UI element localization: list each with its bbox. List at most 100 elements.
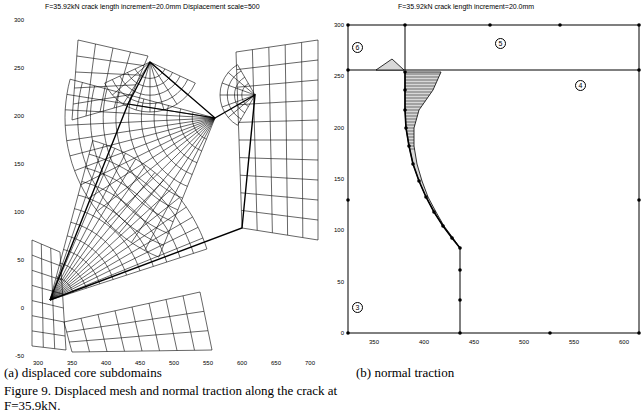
traction-hatch (405, 92, 432, 93)
mesh-line (72, 40, 78, 120)
mesh-line (78, 40, 148, 56)
mesh-line (237, 60, 318, 70)
axis-tick-label: 0 (341, 330, 344, 336)
subdomain-outline (50, 62, 255, 300)
crack-node (441, 224, 445, 228)
axis-tick-label: 600 (237, 360, 247, 366)
axis-tick-label: 0 (21, 305, 24, 311)
region-number: 3 (352, 302, 363, 313)
axis-tick-label: 500 (169, 360, 179, 366)
mesh-line (72, 104, 128, 120)
traction-hatch (405, 113, 418, 114)
mesh-line (77, 56, 144, 66)
mesh-line (32, 346, 66, 350)
mesh-arc (227, 71, 241, 119)
axis-tick-label: 450 (469, 339, 479, 345)
traction-hatch (405, 104, 423, 105)
axis-tick-label: 200 (334, 125, 344, 131)
crack-node (450, 236, 454, 240)
mesh-line (100, 48, 113, 112)
mesh-line (240, 158, 318, 160)
axis-tick-label: 550 (203, 360, 213, 366)
mesh-line (50, 217, 193, 300)
mesh-line (183, 296, 195, 351)
traction-hatch (405, 98, 427, 99)
subdomain-boundary (460, 248, 461, 333)
mesh-line (238, 120, 318, 122)
mesh-line (238, 100, 318, 105)
mesh-line (32, 240, 60, 252)
mesh-arc (65, 79, 159, 257)
axis-tick-label: 50 (17, 257, 24, 263)
mesh-line (237, 80, 318, 87)
region-number-text: 3 (356, 304, 360, 311)
axis-tick-label: 100 (334, 227, 344, 233)
crack-node (404, 126, 408, 130)
mesh-line (200, 292, 212, 350)
region-number-text: 4 (579, 82, 583, 89)
mesh-line (50, 165, 146, 300)
region-number: 4 (575, 80, 586, 91)
figure-caption: Figure 9. Displaced mesh and normal trac… (4, 384, 349, 414)
mesh-arc (89, 154, 193, 253)
mesh-line (73, 94, 132, 104)
mesh-line (50, 189, 172, 300)
region-number: 6 (352, 42, 363, 53)
mesh-line (32, 316, 64, 322)
traction-hatch (405, 83, 436, 84)
mesh-line (81, 318, 90, 352)
crack-node (417, 179, 421, 183)
crack-node (458, 246, 462, 250)
mesh-line (74, 85, 136, 88)
axis-tick-label: 50 (337, 279, 344, 285)
subdomain-boundary (405, 25, 406, 70)
axis-tick-label: 150 (14, 161, 24, 167)
axis-tick-label: 350 (369, 339, 379, 345)
crack-path (405, 72, 460, 248)
axis-tick-label: 400 (419, 339, 429, 345)
mesh-line (32, 285, 63, 294)
axis-tick-label: 550 (569, 339, 579, 345)
subfigure-caption: (a) displaced core subdomains (4, 366, 162, 379)
mesh-line (228, 95, 255, 118)
traction-hatch (408, 140, 414, 141)
mesh-line (64, 322, 72, 352)
mesh-arc (71, 222, 127, 275)
mesh-arc (220, 65, 238, 126)
axis-tick-label: 500 (519, 339, 529, 345)
crack-node (407, 144, 411, 148)
traction-hatch (406, 125, 415, 126)
mesh-line (67, 311, 204, 332)
axis-tick-label: 600 (619, 339, 629, 345)
traction-hatch (405, 80, 437, 81)
traction-hatch (405, 86, 435, 87)
traction-area (376, 59, 404, 70)
mesh-line (98, 315, 107, 352)
axis-tick-label: 700 (305, 360, 315, 366)
axis-tick-label: 250 (334, 73, 344, 79)
mesh-line (166, 300, 177, 351)
mesh-arc (93, 141, 207, 249)
mesh-line (50, 180, 164, 300)
axis-tick-label: 300 (334, 22, 344, 28)
mesh-line (50, 227, 198, 300)
mesh-arc (91, 86, 169, 234)
mesh-line (32, 240, 33, 346)
axis-tick-label: 100 (14, 209, 24, 215)
mesh-arc (235, 77, 245, 113)
mesh-line (242, 228, 318, 240)
traction-hatch (406, 119, 417, 120)
mesh-arc (112, 80, 187, 104)
crack-node (403, 70, 407, 74)
mesh-arc (75, 209, 140, 271)
traction-hatch (405, 110, 419, 111)
mesh-line (76, 72, 140, 75)
traction-hatch (407, 134, 414, 135)
traction-hatch (405, 107, 421, 108)
panel-title: F=35.92kN crack length increment=20.0mm (398, 3, 534, 10)
traction-hatch (408, 137, 415, 138)
traction-hatch (405, 95, 430, 96)
